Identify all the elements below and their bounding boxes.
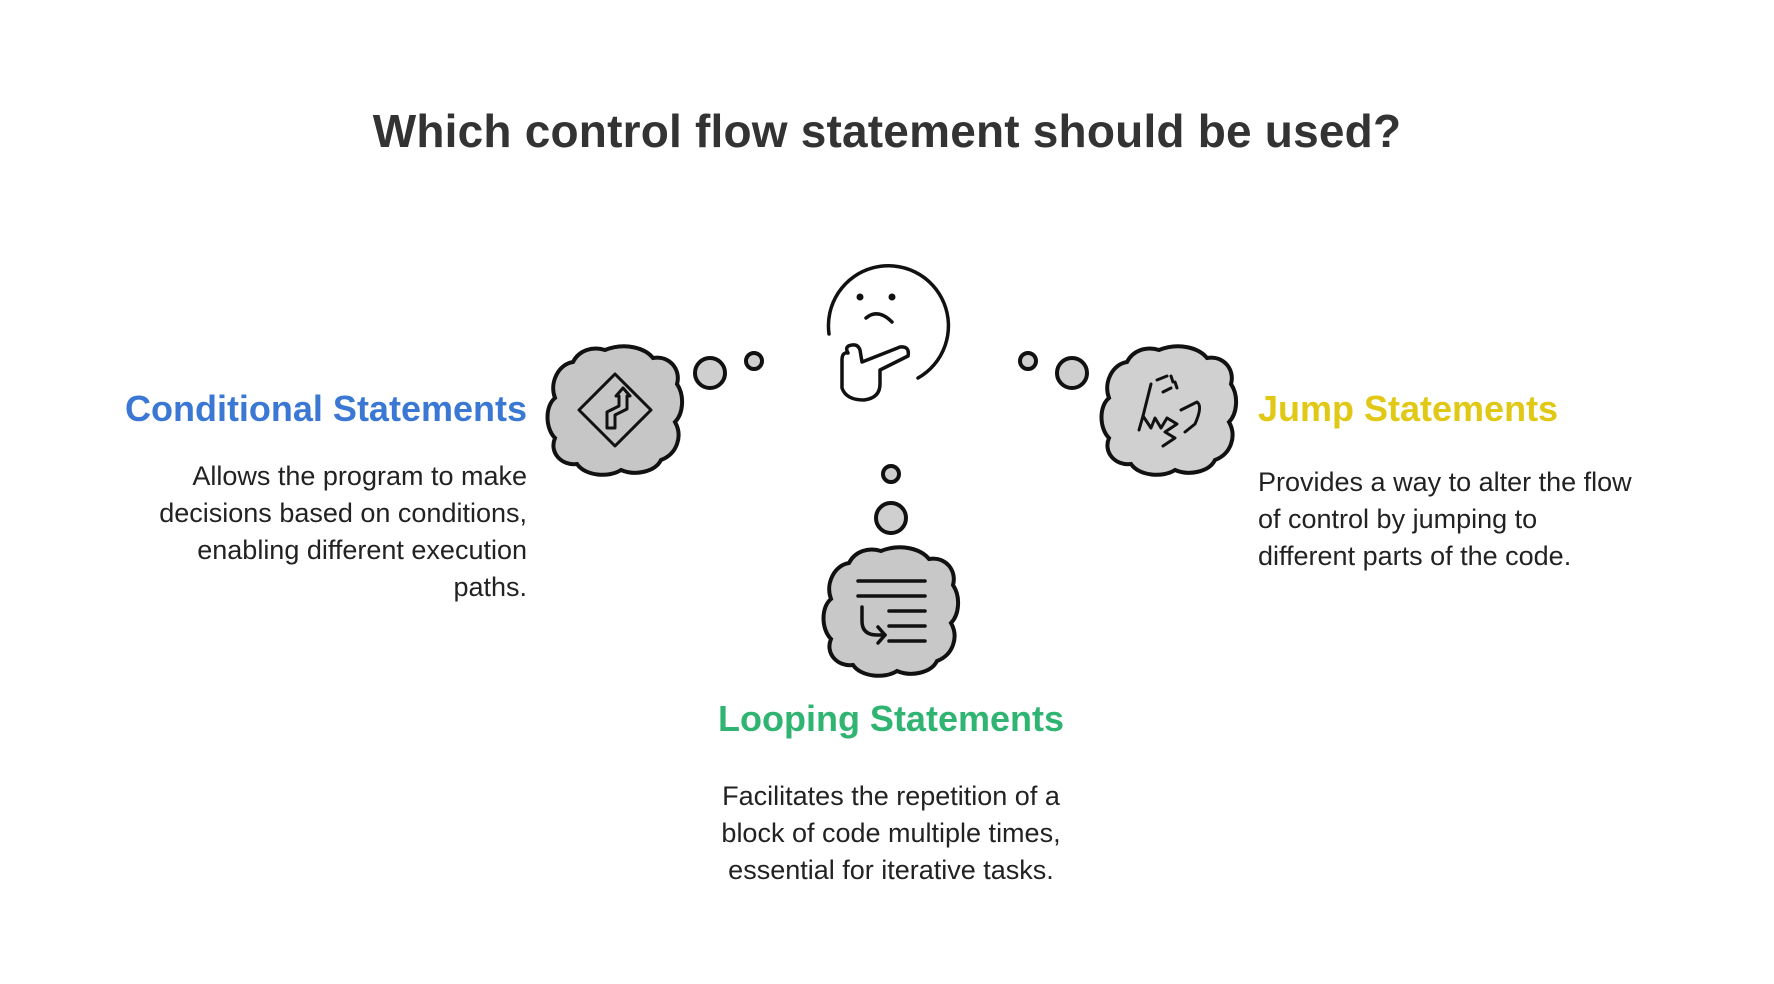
- winding-road-sign-icon: [577, 372, 653, 448]
- conditional-description: Allows the program to make decisions bas…: [87, 458, 527, 606]
- looping-bubble: [821, 545, 961, 678]
- description-line: decisions based on conditions,: [159, 498, 527, 528]
- thought-dots-right: [1018, 351, 1089, 390]
- loop-list-icon: [856, 579, 927, 645]
- jump-heading: Jump Statements: [1258, 388, 1559, 429]
- thought-dots-bottom: [874, 464, 908, 535]
- thinking-face-icon: [826, 264, 951, 402]
- description-line: paths.: [453, 572, 527, 602]
- jump-description: Provides a way to alter the flow of cont…: [1258, 464, 1698, 575]
- description-line: Allows the program to make: [192, 461, 527, 491]
- description-line: block of code multiple times,: [721, 818, 1061, 848]
- description-line: Facilitates the repetition of a: [722, 781, 1060, 811]
- description-line: different parts of the code.: [1258, 541, 1572, 571]
- looping-heading: Looping Statements: [717, 698, 1064, 739]
- thought-dots-left: [693, 351, 764, 390]
- looping-description: Facilitates the repetition of a block of…: [591, 778, 1191, 889]
- conditional-bubble: [545, 344, 685, 477]
- jump-burst-icon: [1137, 374, 1202, 448]
- description-line: Provides a way to alter the flow: [1258, 467, 1632, 497]
- description-line: essential for iterative tasks.: [728, 855, 1054, 885]
- description-line: enabling different execution: [197, 535, 527, 565]
- description-line: of control by jumping to: [1258, 504, 1538, 534]
- conditional-heading: Conditional Statements: [124, 388, 527, 429]
- diagram-title: Which control flow statement should be u…: [372, 105, 1402, 157]
- jump-bubble: [1099, 344, 1239, 477]
